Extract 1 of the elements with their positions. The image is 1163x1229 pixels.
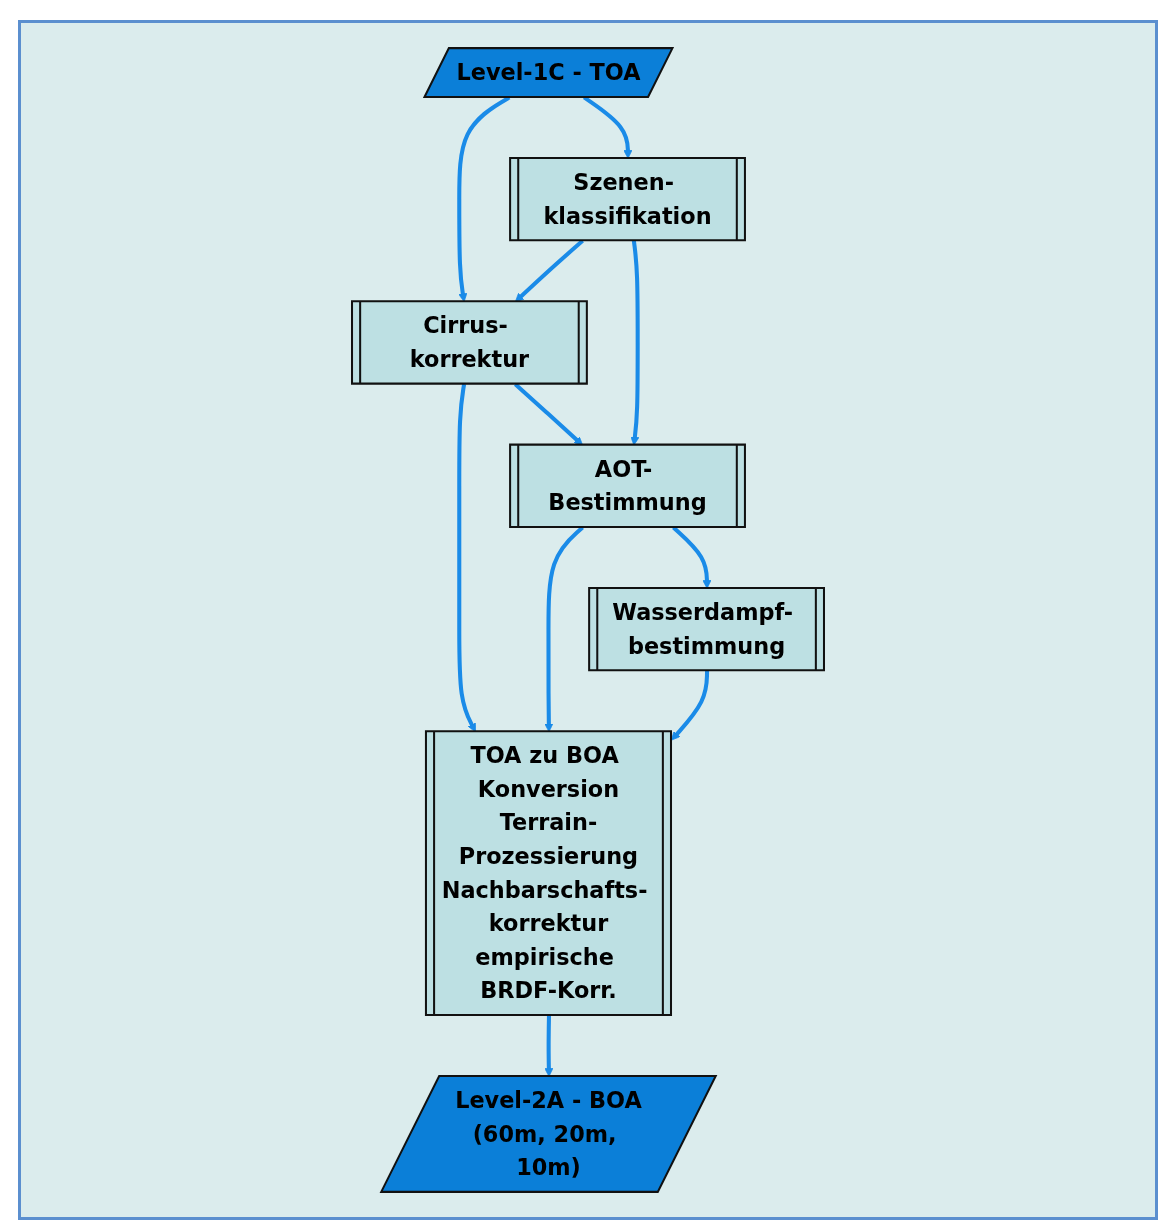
arrow	[671, 670, 710, 741]
